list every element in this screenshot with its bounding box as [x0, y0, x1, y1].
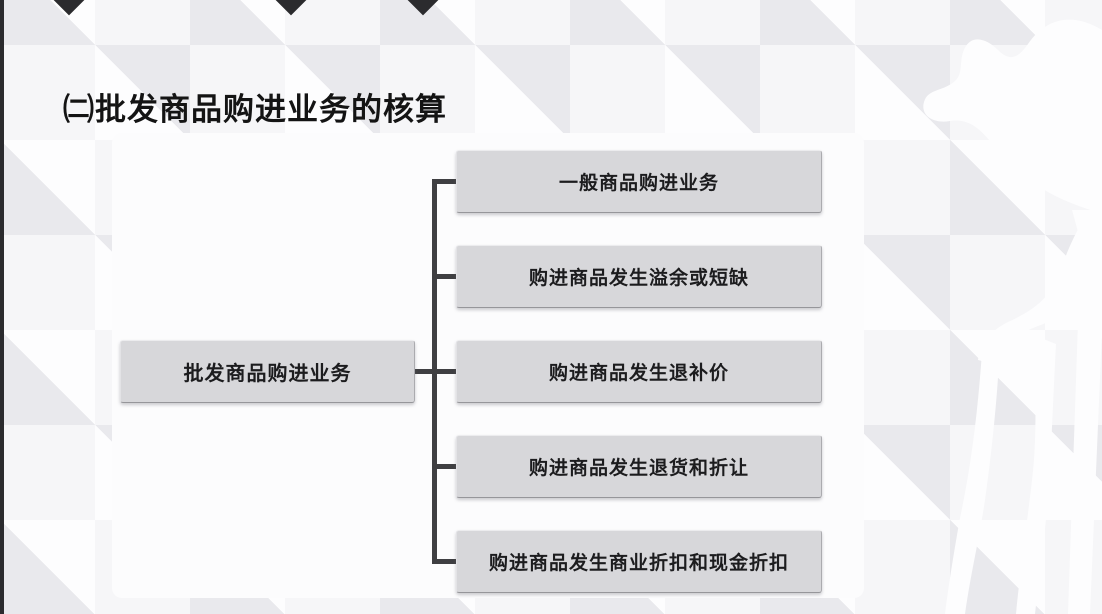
branch-node-label: 购进商品发生退补价 — [548, 363, 729, 384]
branch-node-trade-cash-discounts: 购进商品发生商业折扣和现金折扣 — [456, 530, 822, 593]
top-diamond-notch — [404, 0, 442, 16]
branch-node-label: 一般商品购进业务 — [558, 173, 719, 194]
branch-node-overage-shortage: 购进商品发生溢余或短缺 — [456, 245, 822, 308]
connector-stub — [437, 179, 456, 184]
branch-node-label: 购进商品发生退货和折让 — [528, 458, 749, 479]
connector-root-line — [415, 369, 456, 374]
connector-stub — [437, 559, 456, 564]
root-node-label: 批发商品购进业务 — [183, 363, 352, 385]
top-diamond-notch — [50, 0, 88, 16]
top-diamond-notch — [272, 0, 310, 16]
root-node-wholesale-purchase: 批发商品购进业务 — [120, 340, 415, 403]
horse-silhouette — [923, 19, 1102, 614]
branch-node-returns-allowances: 购进商品发生退货和折让 — [456, 435, 822, 498]
connector-stub — [437, 464, 456, 469]
branch-node-label: 购进商品发生溢余或短缺 — [528, 268, 749, 289]
connector-stub — [437, 274, 456, 279]
branch-node-general-purchase: 一般商品购进业务 — [456, 150, 822, 213]
branch-node-price-adjustment: 购进商品发生退补价 — [456, 340, 822, 403]
left-edge-strip — [0, 0, 4, 614]
slide-title: ㈡批发商品购进业务的核算 — [63, 92, 447, 127]
branch-node-label: 购进商品发生商业折扣和现金折扣 — [488, 553, 789, 574]
